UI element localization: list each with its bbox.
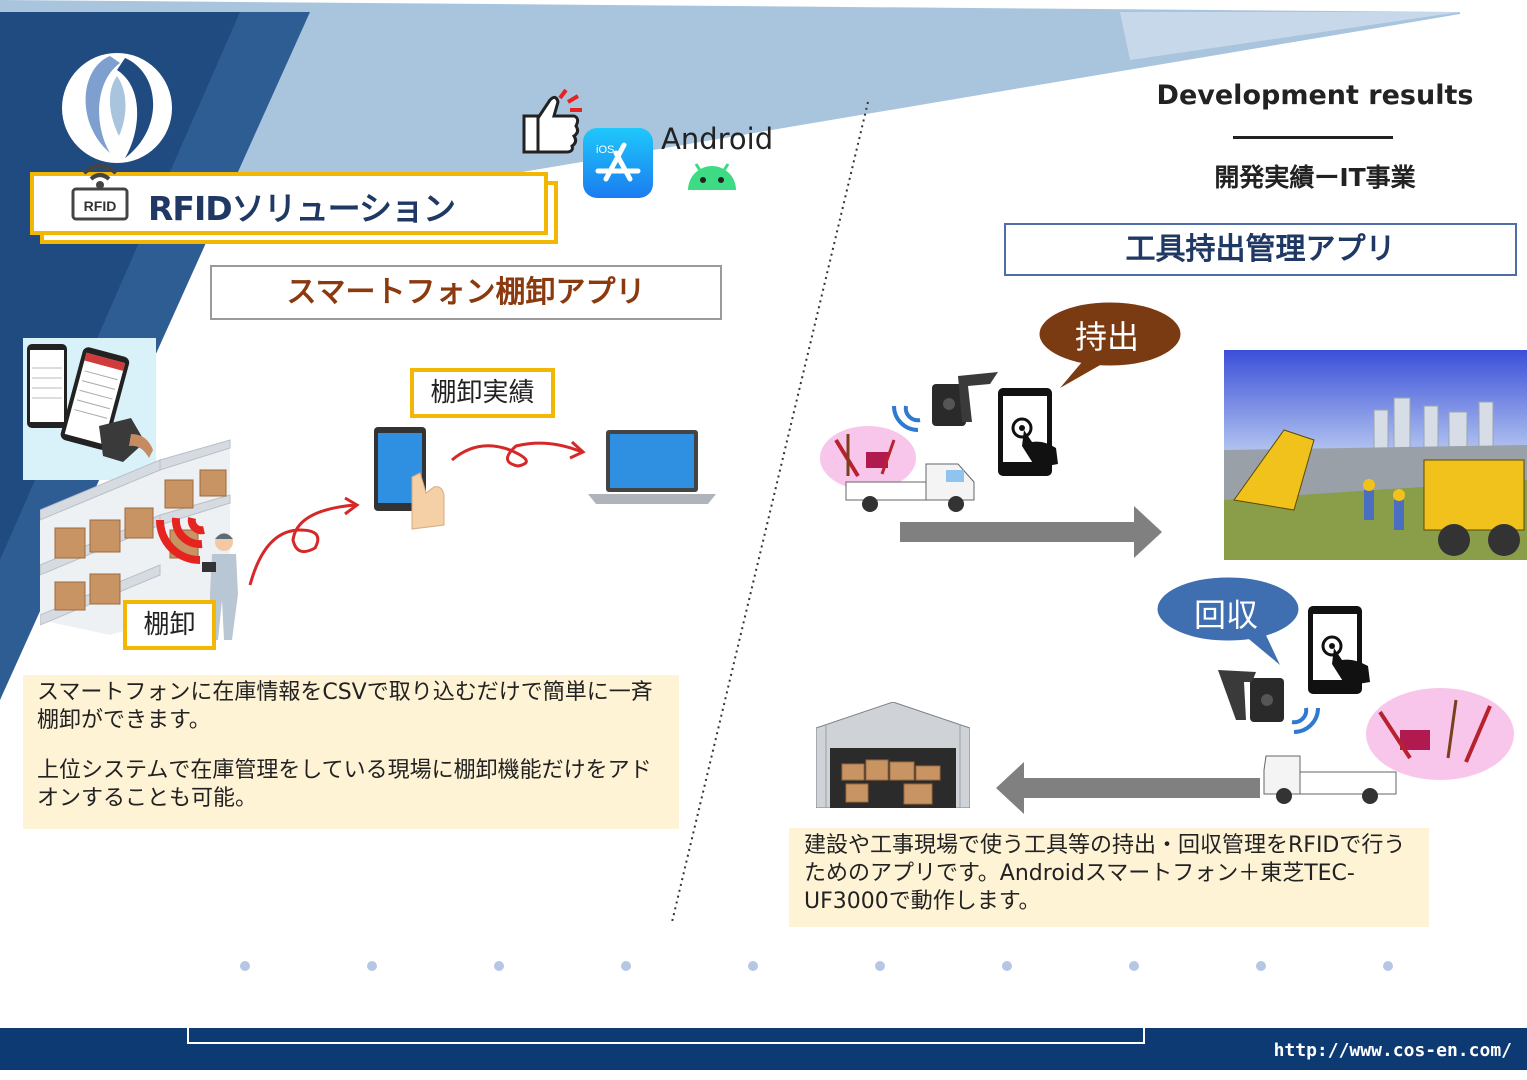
left-description-line-1: スマートフォンに在庫情報をCSVで取り込むだけで簡単に一斉棚卸ができます。 — [37, 680, 653, 733]
english-title: Development results — [1156, 80, 1474, 111]
rfid-badge-text: RFID — [84, 198, 117, 214]
footer-frame-line — [187, 1028, 1145, 1044]
decorative-dot — [240, 961, 250, 971]
decorative-dot — [748, 961, 758, 971]
checkout-speech-bubble — [1036, 299, 1184, 388]
arrow-right-icon — [900, 506, 1162, 558]
laptop-icon — [588, 430, 716, 504]
rfid-tag-icon: RFID — [71, 164, 129, 221]
inventory-result-label: 棚卸実績 — [410, 368, 555, 418]
tool-checkout-app-title: 工具持出管理アプリ — [1004, 223, 1517, 276]
decorative-dot — [875, 961, 885, 971]
checkout-label: 持出 — [1075, 318, 1140, 356]
smartphone-inventory-app-title: スマートフォン棚卸アプリ — [210, 265, 722, 320]
curved-arrow-icon — [248, 496, 360, 586]
tools-and-truck-image — [820, 426, 975, 512]
right-description: 建設や工事現場で使う工具等の持出・回収管理をRFIDで行うためのアプリです。An… — [789, 828, 1429, 927]
decorative-dot — [367, 961, 377, 971]
android-robot-icon — [688, 163, 736, 190]
rfid-signal-icon — [156, 517, 205, 564]
decorative-dot — [1129, 961, 1139, 971]
left-description-line-2: 上位システムで在庫管理をしている現場に棚卸機能だけをアドオンすることも可能。 — [37, 758, 652, 811]
phone-tap-return-icon — [1308, 606, 1370, 694]
decorative-dot — [621, 961, 631, 971]
worker-figure-image — [202, 533, 238, 640]
decorative-dot — [1002, 961, 1012, 971]
footer-url-link[interactable]: http://www.cos-en.com/ — [1273, 1040, 1512, 1061]
title-divider — [1233, 136, 1393, 139]
footer-bar — [0, 1028, 1527, 1070]
android-label: Android — [661, 122, 774, 156]
inventory-label: 棚卸 — [123, 600, 216, 650]
return-label: 回収 — [1194, 596, 1259, 634]
rfid-scanner-image — [932, 372, 998, 426]
japanese-title: 開発実績ーIT事業 — [1214, 163, 1416, 192]
rfid-scanner-return-image — [1218, 670, 1284, 722]
thumbs-up-icon — [522, 88, 582, 154]
ios-label: iOS — [596, 144, 614, 156]
decorative-dot — [494, 961, 504, 971]
wireless-signal-return-icon — [1291, 707, 1320, 734]
arrow-left-icon — [996, 762, 1260, 814]
left-description: スマートフォンに在庫情報をCSVで取り込むだけで簡単に一斉棚卸ができます。 上位… — [23, 675, 679, 829]
warehouse-building-image — [816, 702, 970, 808]
curved-arrow-to-laptop-icon — [451, 440, 586, 468]
smartphone-app-screenshot-image — [23, 338, 156, 480]
tools-and-truck-return-image — [1263, 688, 1514, 804]
decorative-dot — [1383, 961, 1393, 971]
tablet-in-hand-image — [374, 427, 445, 530]
app-store-icon: iOS — [583, 128, 653, 198]
phone-tap-icon — [998, 388, 1058, 476]
return-speech-bubble — [1154, 574, 1302, 665]
warehouse-shelves-image — [40, 439, 231, 635]
rfid-section-title: RFIDソリューション — [148, 189, 456, 228]
company-logo-icon — [62, 53, 172, 163]
construction-site-image — [1224, 350, 1527, 560]
wireless-signal-icon — [892, 405, 921, 432]
decorative-dot — [1256, 961, 1266, 971]
